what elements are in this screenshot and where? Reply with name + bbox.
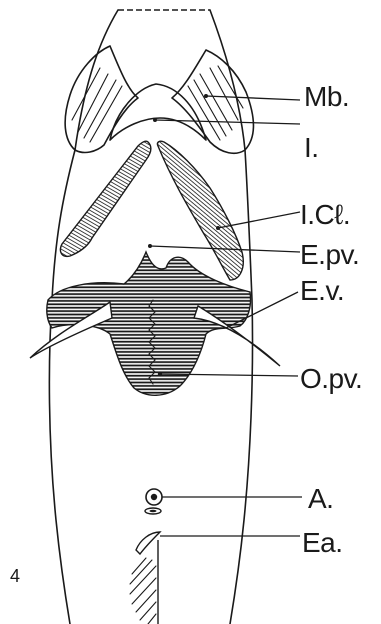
figure-number: 4 (10, 566, 20, 586)
mandibular-lobe-left (65, 46, 138, 152)
lateral-cleavage-left (60, 141, 150, 256)
label-a: A. (308, 483, 333, 514)
label-i: I. (304, 132, 319, 163)
organ-a (145, 489, 162, 514)
label-epv: E.pv. (300, 239, 359, 270)
label-ea: Ea. (302, 527, 343, 558)
label-opv: O.pv. (300, 363, 362, 394)
lateral-cleavage-right (157, 141, 243, 280)
label-mb: Mb. (304, 81, 349, 112)
mandibular-lobe-right (172, 50, 253, 153)
mandibular-striations (72, 66, 243, 142)
label-icl: I.Cℓ. (300, 199, 350, 230)
structure-ea (130, 532, 160, 624)
label-ev: E.v. (300, 275, 344, 306)
